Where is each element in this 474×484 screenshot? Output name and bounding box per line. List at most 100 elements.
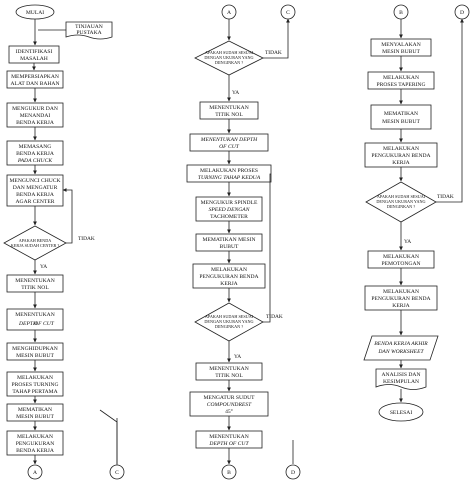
spindle-line-1: MENGUKUR SPINDLE [201, 200, 258, 206]
stop-lathe-3-box [370, 104, 432, 130]
stop3-line-1: MEMATIKAN [384, 111, 418, 117]
depth2-line-1: MENENTUKAN DEPTH [200, 137, 258, 143]
connector-d-in [285, 464, 301, 480]
end-label: SELESAI [390, 410, 413, 416]
column-2: A C APAKAH SUDAH SESUAI DENGAN UKURAN YA… [186, 4, 301, 480]
depth-line-2: DEPTH [18, 321, 38, 327]
mount-workpiece-box [6, 140, 64, 166]
lock-line-1: MENGUNCI CHUCK [9, 178, 60, 184]
measure2-line-1: MELAKUKAN [211, 267, 247, 273]
start3-line-1: MENYALAKAN [381, 42, 420, 48]
measure-4-box [364, 285, 438, 311]
decision-center-line-2: KERJA SUDAH CENTER ? [11, 243, 60, 248]
turning1-line-1: MELAKUKAN [17, 375, 53, 381]
measure3-line-3: KERJA [392, 160, 409, 166]
measure-3-box [364, 142, 438, 168]
final-line-2: DAN WORKSHEET [377, 349, 424, 355]
measure4-line-2: PENGUKURAN BENDA [371, 296, 430, 302]
tapering-line-2: PROSES TAPERING [376, 82, 425, 88]
decision-center-yes-label: YA [40, 264, 47, 270]
end-terminal [378, 402, 424, 422]
decision-size-2-yes-label: YA [234, 354, 241, 360]
start-lathe-line-2: MESIN BUBUT [16, 353, 54, 359]
identify-line-1: IDENTIFIKASI [16, 49, 53, 55]
start3-line-2: MESIN BUBUT [382, 49, 420, 55]
decision-size-1-line-1: APAKAH SUDAH SESUAI [205, 50, 254, 55]
analysis-line-1: ANALISIS DAN [381, 372, 420, 378]
lock-line-2: DAN MENGATUR [13, 185, 58, 191]
zero3-line-1: MENENTUKAN [209, 366, 248, 372]
decision-center-line-1: APAKAH BENDA [19, 238, 52, 243]
stop2-line-2: BUBUT [220, 244, 240, 250]
stop-lathe-line-1: MEMATIKAN [18, 407, 52, 413]
decision-size-2-line-3: DIINGINKAN ? [215, 324, 243, 329]
cutting-line-1: MELAKUKAN [383, 254, 419, 260]
measure-mark-line-3: BENDA KERJA [16, 120, 54, 126]
measure1-line-2: PENGUKURAN [16, 441, 55, 447]
tapering-line-1: MELAKUKAN [383, 75, 419, 81]
depth3-line-2: DEPTH OF CUT [208, 441, 249, 447]
compound-angle-box [189, 391, 269, 417]
decision-size-2-line-1: APAKAH SUDAH SESUAI [205, 314, 254, 319]
start-lathe-line-1: MENGHIDUPKAN [12, 346, 58, 352]
zero-point-line-2: TITIK NOL [21, 285, 49, 291]
analysis-document [375, 368, 427, 390]
connector-c-out-label: C [286, 10, 290, 16]
start-label: MULAI [26, 10, 44, 16]
spindle-line-2: SPEED DENGAN [209, 207, 250, 213]
decision-size-2-line-2: DENGAN UKURAN YANG [204, 319, 253, 324]
connector-c-in [109, 464, 125, 480]
turning2-line-2: TURNING TAHAP KEDUA [198, 175, 261, 181]
decision-size-1-no-path [263, 18, 290, 59]
decision-size-3-line-1: APAKAH SUDAH SESUAI [377, 194, 426, 199]
depth2-line-2: OF CUT [219, 144, 240, 150]
measure2-line-3: KERJA [220, 281, 237, 287]
final-workpiece-parallelogram [363, 335, 439, 361]
measure2-line-2: PENGUKURAN BENDA [199, 274, 258, 280]
decision-size-3-yes-label: YA [404, 239, 411, 245]
literature-line-2: PUSTAKA [76, 30, 101, 36]
decision-size-2-no-path [263, 173, 271, 323]
measure-workpiece-box [6, 430, 64, 456]
compound-line-1: MENGATUR SUDUT [203, 395, 255, 401]
compound-line-2: COMPOUNDREST [207, 402, 252, 408]
decision-size-1-no-label: TIDAK [265, 50, 282, 56]
analysis-line-2: KESIMPULAN [383, 379, 419, 385]
decision-center-no-label: TIDAK [78, 236, 95, 242]
measure-mark-line-2: MENANDAI [20, 113, 51, 119]
measure-2-box [192, 263, 266, 289]
measure4-line-3: KERJA [392, 303, 409, 309]
mount-line-3: PADA CHUCK [17, 158, 52, 164]
measure3-line-1: MELAKUKAN [383, 146, 419, 152]
literature-review-shape [65, 21, 113, 40]
connector-c-in-label: C [115, 470, 119, 476]
connector-a-out-label: A [33, 470, 37, 476]
connector-a-in-label: A [227, 10, 231, 16]
measure4-line-1: MELAKUKAN [383, 289, 419, 295]
prepare-line-2: ALAT DAN BAHAN [11, 81, 60, 87]
stop3-line-2: MESIN BUBUT [382, 119, 420, 125]
connector-b-out-label: B [227, 470, 231, 476]
spindle-speed-box [195, 196, 263, 222]
stop2-line-1: MEMATIKAN MESIN [203, 237, 256, 243]
measure1-line-1: MELAKUKAN [17, 434, 53, 440]
connector-d-out-label: D [460, 10, 464, 16]
zero3-line-2: TITIK NOL [215, 373, 243, 379]
connector-a-out [27, 464, 43, 480]
decision-center-no-path [62, 188, 73, 244]
decision-size-3-line-3: DIINGINKAN ? [387, 204, 415, 209]
connector-d-in-label: D [291, 470, 295, 476]
decision-size-3-no-path [436, 18, 464, 203]
column-1: MULAI TINJAUAN PUSTAKA IDENTIFIKASI MASA… [3, 4, 125, 480]
mount-line-2: BENDA KERJA [16, 151, 54, 157]
compound-line-3: 45° [225, 408, 233, 415]
zero2-line-1: MENENTUKAN [209, 105, 248, 111]
lock-line-3: BENDA KERJA [16, 192, 54, 198]
zero2-line-2: TITIK NOL [215, 112, 243, 118]
stop-lathe-line-2: MESIN BUBUT [16, 414, 54, 420]
connector-b-in-label: B [399, 10, 403, 16]
turning1-line-2: PROSES TURNING [12, 382, 59, 388]
decision-size-3-line-2: DENGAN UKURAN YANG [376, 199, 425, 204]
mount-line-1: MEMASANG [19, 144, 52, 150]
